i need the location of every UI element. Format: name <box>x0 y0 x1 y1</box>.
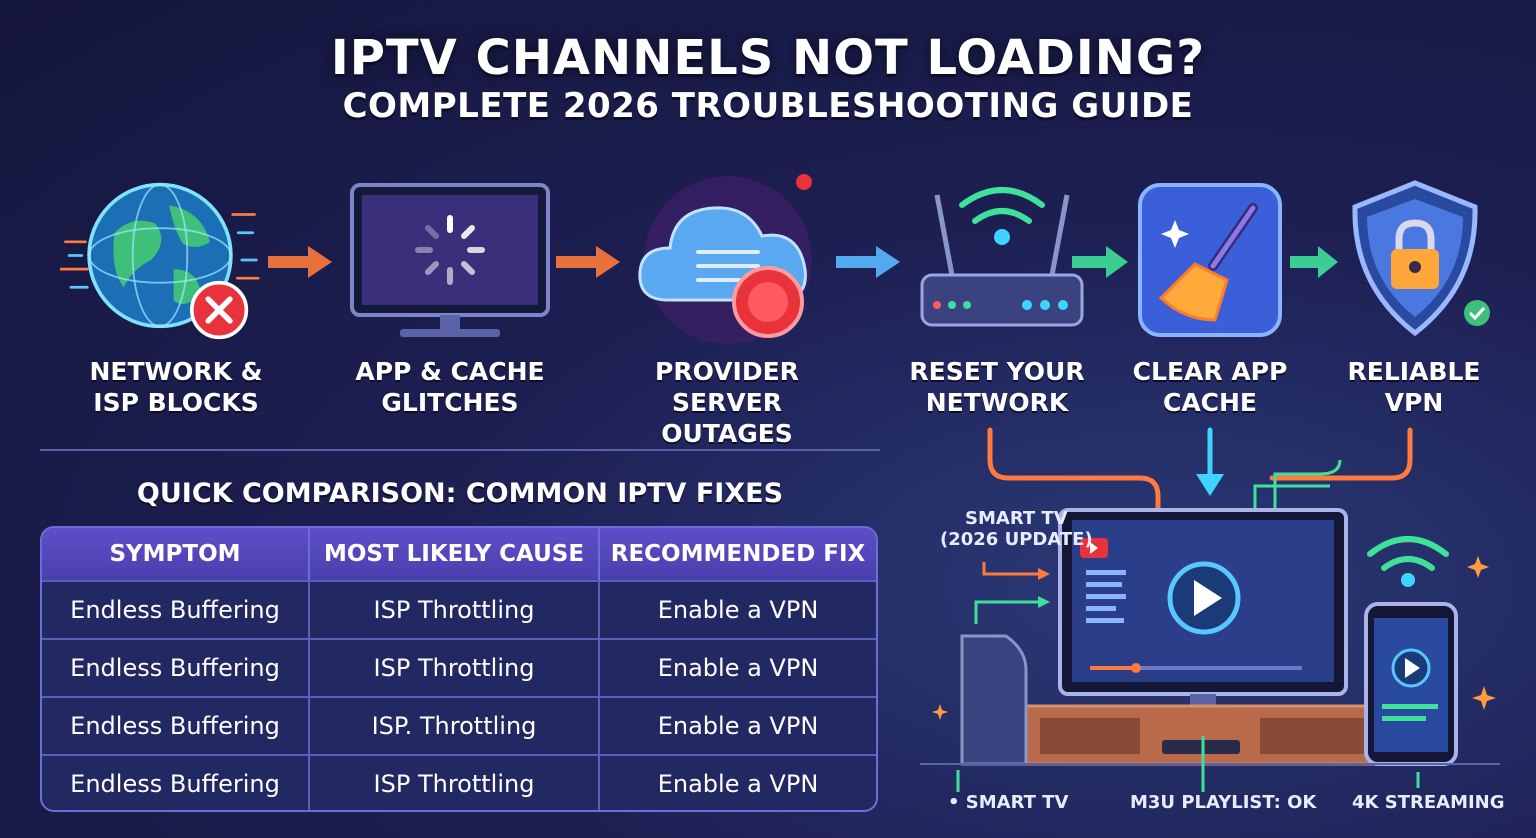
table-row: Endless Buffering ISP Throttling Enable … <box>42 754 876 810</box>
streaming-scene: SMART TV (2026 UPDATE) • SMART TV M3U PL… <box>900 420 1536 838</box>
cell-fix: Enable a VPN <box>657 770 819 798</box>
section-divider <box>40 449 880 451</box>
step-reliable-vpn <box>1315 170 1515 350</box>
header-fix: RECOMMENDED FIX <box>610 541 866 567</box>
arrow-icon <box>556 246 620 278</box>
step-network-isp <box>60 170 260 350</box>
step-label-app: APP & CACHE GLITCHES <box>355 357 545 417</box>
cell-fix: Enable a VPN <box>657 596 819 624</box>
step-reset-network <box>902 170 1102 350</box>
header-symptom: SYMPTOM <box>42 528 310 580</box>
cell-cause: ISP Throttling <box>310 756 600 810</box>
step-clear-cache <box>1110 170 1310 350</box>
shield-lock-icon <box>1352 180 1490 337</box>
comparison-table: SYMPTOM MOST LIKELY CAUSE RECOMMENDED FI… <box>40 526 878 812</box>
table-header: SYMPTOM MOST LIKELY CAUSE RECOMMENDED FI… <box>42 528 876 580</box>
step-label-cache: CLEAR APP CACHE <box>1132 357 1288 417</box>
cell-symptom: Endless Buffering <box>42 582 310 638</box>
page-subtitle: COMPLETE 2026 TROUBLESHOOTING GUIDE <box>342 86 1194 126</box>
cell-fix: Enable a VPN <box>657 654 819 682</box>
table-row: Endless Buffering ISP. Throttling Enable… <box>42 696 876 754</box>
streaming-illustration <box>920 427 1500 792</box>
tv-loading-icon <box>350 183 550 337</box>
step-label-vpn: RELIABLE VPN <box>1347 357 1481 417</box>
arrow-icon <box>1072 246 1128 278</box>
arrow-icon <box>836 246 900 278</box>
step-label-reset: RESET YOUR NETWORK <box>909 357 1085 417</box>
step-label-provider: PROVIDER SERVER OUTAGES <box>655 357 799 448</box>
comparison-title: QUICK COMPARISON: COMMON IPTV FIXES <box>136 478 784 509</box>
step-app-cache <box>350 170 550 350</box>
arrow-icon <box>1290 246 1338 278</box>
globe-error-icon <box>60 182 260 340</box>
cell-cause: ISP. Throttling <box>310 698 600 754</box>
cloud-error-icon <box>638 174 812 344</box>
label-4k-streaming: 4K STREAMING <box>1352 792 1505 813</box>
cell-symptom: Endless Buffering <box>42 640 310 696</box>
router-icon <box>920 187 1084 327</box>
cell-symptom: Endless Buffering <box>42 756 310 810</box>
cell-fix: Enable a VPN <box>657 712 819 740</box>
header-cause: MOST LIKELY CAUSE <box>310 528 600 580</box>
arrow-icon <box>268 246 332 278</box>
page-title: IPTV CHANNELS NOT LOADING? <box>330 30 1206 86</box>
step-label-network: NETWORK & ISP BLOCKS <box>89 357 263 417</box>
label-smart-tv: • SMART TV <box>948 792 1069 813</box>
broom-icon <box>1138 183 1282 337</box>
label-m3u-playlist: M3U PLAYLIST: OK <box>1130 792 1317 813</box>
table-row: Endless Buffering ISP Throttling Enable … <box>42 580 876 638</box>
smart-tv-note: SMART TV (2026 UPDATE) <box>940 508 1093 550</box>
cell-cause: ISP Throttling <box>310 640 600 696</box>
step-provider-server <box>628 170 828 350</box>
table-row: Endless Buffering ISP Throttling Enable … <box>42 638 876 696</box>
cell-symptom: Endless Buffering <box>42 698 310 754</box>
cell-cause: ISP Throttling <box>310 582 600 638</box>
